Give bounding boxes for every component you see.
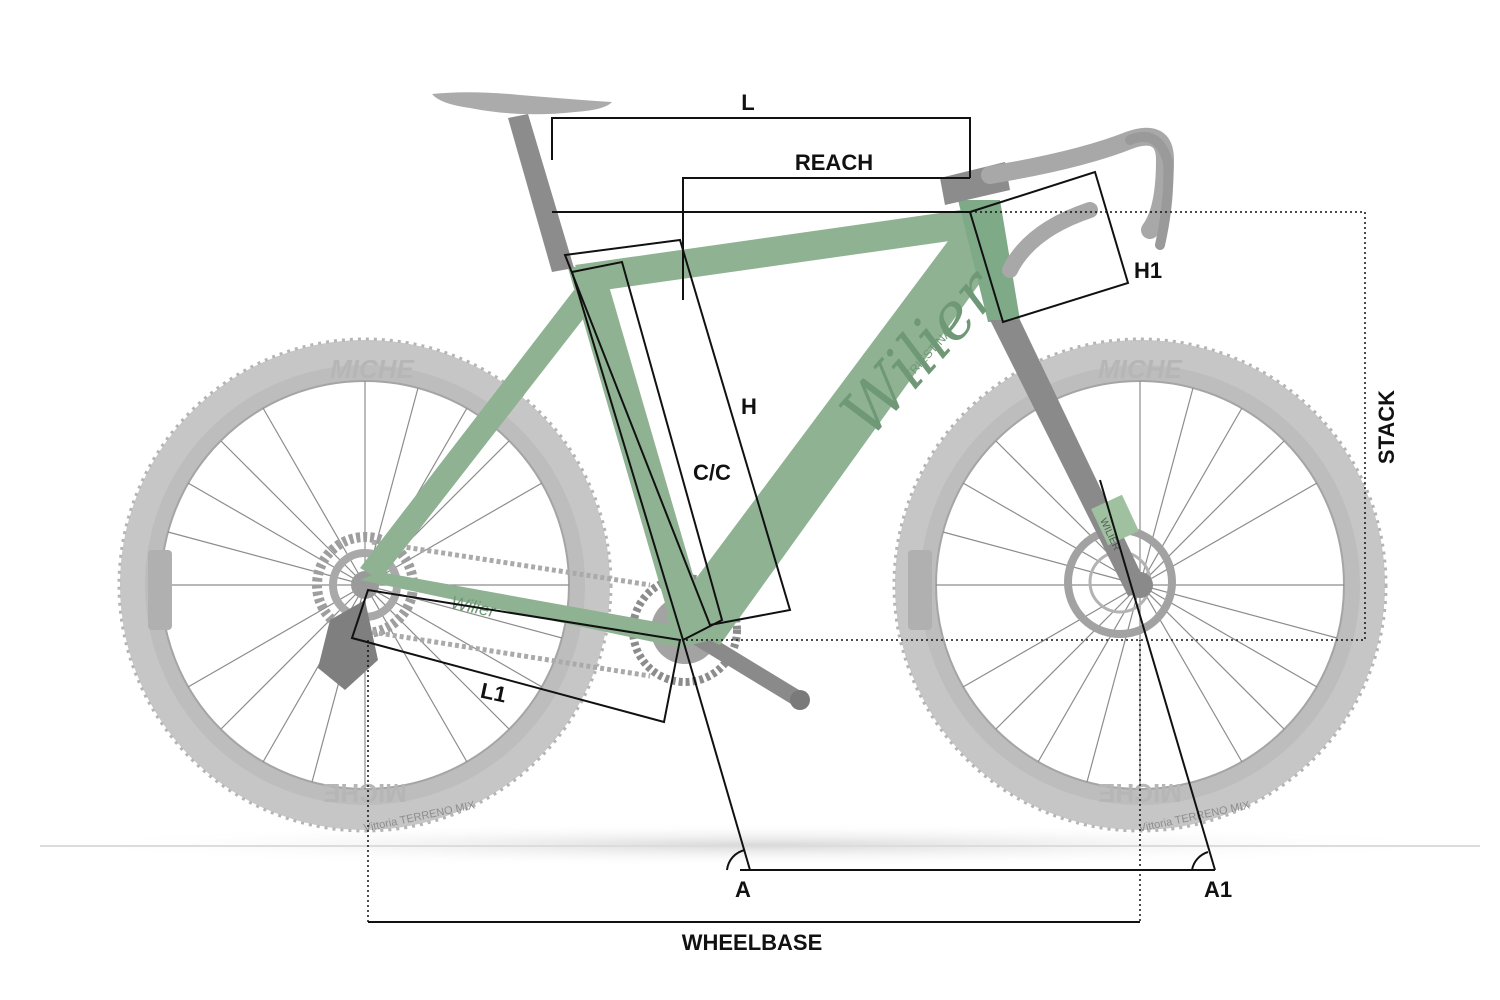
geometry-labels: L REACH H1 H C/C STACK L1 A A1 WHEELBASE [478,90,1399,955]
seat-assembly [432,92,612,272]
seat-tube [568,262,712,648]
dimension-l [551,117,971,178]
geometry-lines [350,117,1366,923]
label-a: A [735,877,751,902]
seatpost [508,114,574,272]
rear-tire-brand-bottom: MICHE [323,778,407,808]
front-tire-brand-top: MICHE [1098,354,1182,384]
label-stack: STACK [1374,390,1399,464]
label-wheelbase: WHEELBASE [682,930,823,955]
rear-wheel: MICHE MICHE Vittoria TERRENO MIX [117,337,613,835]
head-angle-line [1099,479,1216,871]
label-cc: C/C [693,460,731,485]
seat-stay [360,290,598,580]
brake-lever [1125,131,1174,250]
front-tire-brand-bottom: MICHE [1098,778,1182,808]
angle-a1-arc [1191,851,1209,871]
rear-tire [120,340,610,830]
label-a1: A1 [1204,877,1232,902]
label-reach: REACH [795,150,873,175]
label-l1: L1 [478,678,508,708]
angle-a-arc [726,849,746,871]
handlebar-drop [1002,202,1098,278]
rear-derailleur [318,600,378,690]
fork: WILIER [990,320,1150,596]
seat-angle-line [682,639,751,871]
label-h: H [741,394,757,419]
dimension-l1 [350,588,682,724]
cockpit [940,127,1175,278]
top-tube [575,208,985,292]
dimension-cc [570,260,724,642]
head-tube [958,200,1020,322]
dimension-reach [682,177,970,300]
saddle [432,92,612,115]
label-l: L [741,90,754,115]
dimension-stack [683,211,1366,641]
rear-tire-brand-top: MICHE [330,354,414,384]
dimension-h [563,238,792,627]
ground [40,823,1480,867]
front-wheel: MICHE MICHE Vittoria TERRENO MIX [892,337,1388,835]
label-h1: H1 [1134,258,1162,283]
down-tube [665,225,1000,645]
dimension-wheelbase [367,640,1141,923]
